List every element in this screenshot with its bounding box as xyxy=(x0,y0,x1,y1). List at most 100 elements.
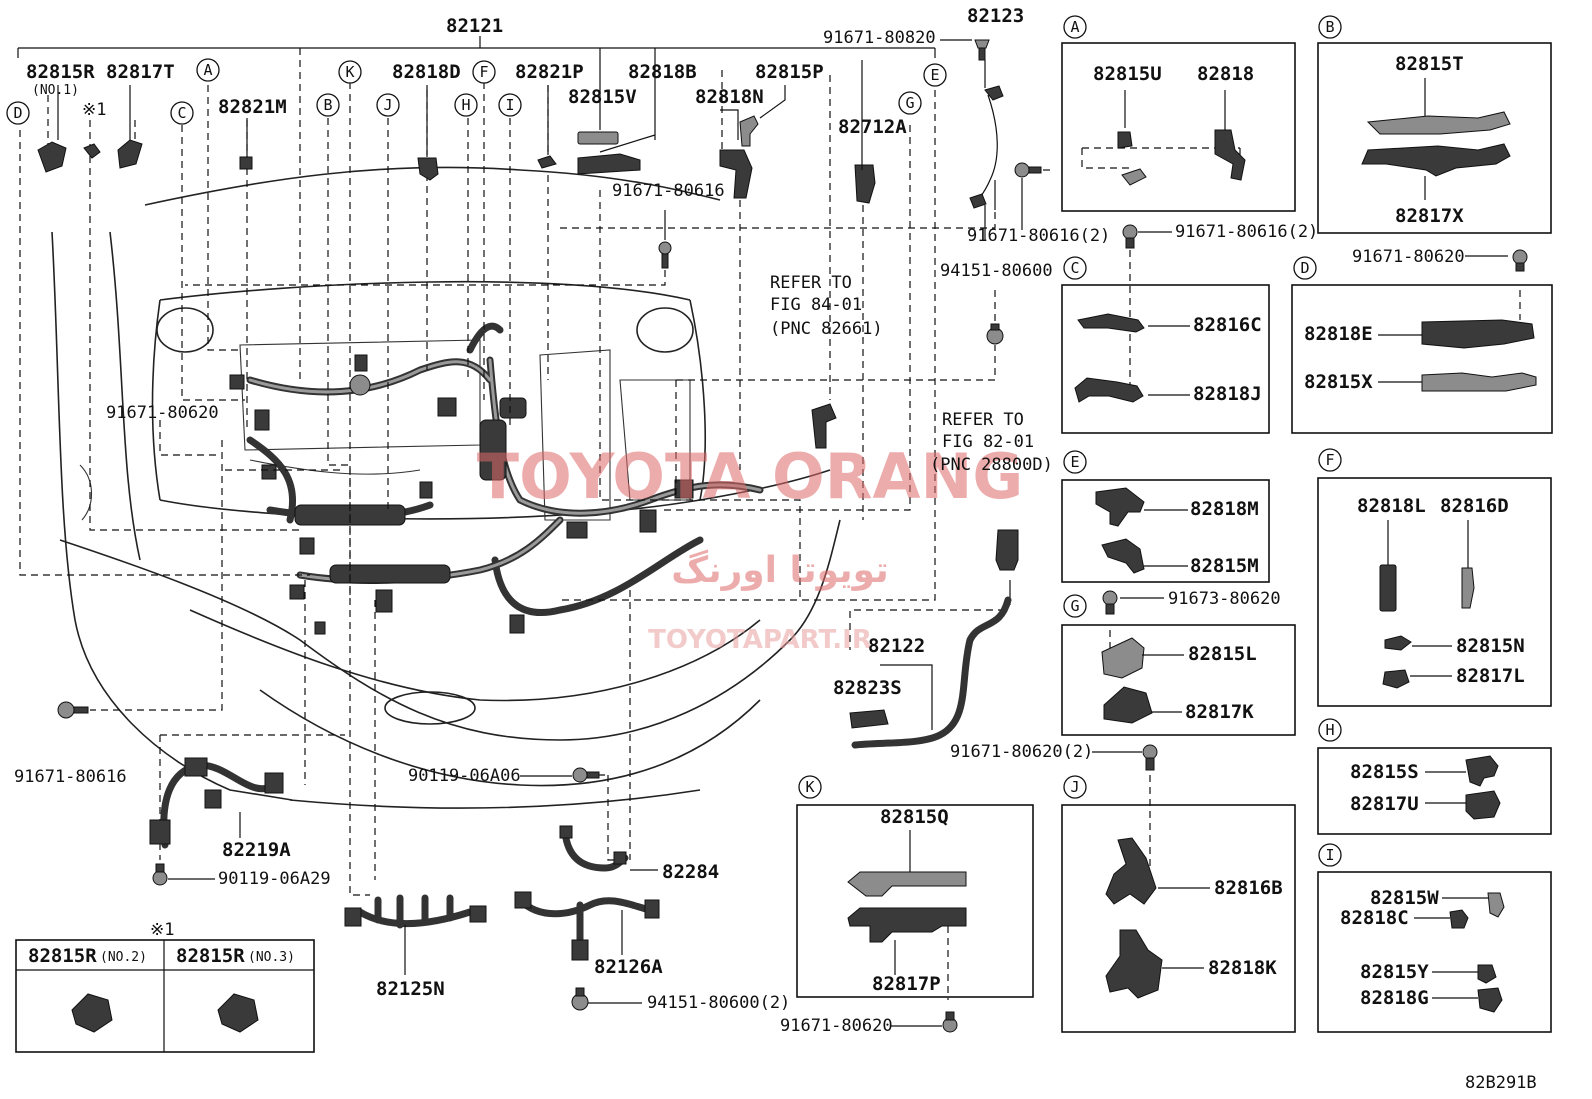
label-82122: 82122 xyxy=(868,635,925,657)
svg-text:D: D xyxy=(1300,259,1309,277)
svg-text:G: G xyxy=(1070,597,1079,615)
label-94151-80600-2: 94151-80600(2) xyxy=(647,993,790,1013)
refer1-line1: REFER TO xyxy=(770,273,852,293)
detail-f-82816D: 82816D xyxy=(1440,495,1509,517)
label-82712A: 82712A xyxy=(838,116,907,138)
watermark-main: TOYOTA ORANG xyxy=(477,440,1023,513)
detail-e: E 82818M 82815M xyxy=(1061,450,1270,583)
detail-g-82817K: 82817K xyxy=(1185,701,1254,723)
label-94151-80600: 94151-80600 xyxy=(940,261,1053,281)
label-90119-06A29: 90119-06A29 xyxy=(218,869,331,889)
figure-code: 82B291B xyxy=(1465,1073,1537,1093)
svg-text:B: B xyxy=(1325,18,1334,36)
label-82219A: 82219A xyxy=(222,839,291,861)
label-90119-06A06: 90119-06A06 xyxy=(408,766,521,786)
label-82817T: 82817T xyxy=(106,61,175,83)
label-note1: ※1 xyxy=(82,100,106,120)
detail-i-82815W: 82815W xyxy=(1370,887,1439,909)
label-82821M: 82821M xyxy=(218,96,287,118)
label-82126A: 82126A xyxy=(594,956,663,978)
detail-b-82815T: 82815T xyxy=(1395,53,1464,75)
label-91671-80620-2: 91671-80620(2) xyxy=(950,742,1093,762)
label-91671-80616-top: 91671-80616 xyxy=(612,181,725,201)
watermark-url: TOYOTAPART.IR xyxy=(648,625,872,655)
label-82818N: 82818N xyxy=(695,86,764,108)
refer2-line1: REFER TO xyxy=(942,410,1024,430)
label-82823S: 82823S xyxy=(833,677,902,699)
svg-text:A: A xyxy=(203,61,212,79)
detail-f-82815N: 82815N xyxy=(1456,635,1525,657)
detail-d-82815X: 82815X xyxy=(1304,371,1373,393)
watermarks: TOYOTA ORANG تویوتا اورنگ TOYOTAPART.IR xyxy=(477,440,1023,655)
refer1-line3: (PNC 82661) xyxy=(770,319,883,339)
callout-I: I xyxy=(498,93,522,117)
detail-b: B 82815T 82817X 91671-80620 xyxy=(1317,15,1552,272)
svg-text:H: H xyxy=(461,96,470,114)
detail-f: F 82818L 82816D 82815N 82817L xyxy=(1317,448,1552,707)
detail-k-82817P: 82817P xyxy=(872,973,941,995)
detail-e-82818M: 82818M xyxy=(1190,498,1259,520)
detail-i: I 82815W 82818C 82815Y 82818G xyxy=(1317,843,1552,1033)
main-labels: 82121 82815R (NO.1) ※1 82817T 82821M 828… xyxy=(14,5,1151,1036)
detail-a-82818: 82818 xyxy=(1197,63,1254,85)
detail-d-82818E: 82818E xyxy=(1304,323,1373,345)
svg-text:F: F xyxy=(479,63,488,81)
label-91671-80820: 91671-80820 xyxy=(823,28,936,48)
label-82123: 82123 xyxy=(967,5,1024,27)
label-82284: 82284 xyxy=(662,861,719,883)
callout-H: H xyxy=(454,93,478,117)
callout-G: G xyxy=(898,91,922,115)
detail-g-82815L: 82815L xyxy=(1188,643,1257,665)
svg-text:C: C xyxy=(1070,259,1079,277)
refer2-line3: (PNC 28800D) xyxy=(930,455,1053,475)
note-table: ※1 82815R (NO.2) 82815R (NO.3) xyxy=(15,920,315,1053)
svg-text:A: A xyxy=(1070,18,1079,36)
svg-text:G: G xyxy=(905,94,914,112)
detail-j-82816B: 82816B xyxy=(1214,877,1283,899)
watermark-arabic: تویوتا اورنگ xyxy=(671,549,889,591)
label-91671-80616-2: 91671-80616(2) xyxy=(967,226,1110,246)
label-82818D: 82818D xyxy=(392,61,461,83)
leader-lines xyxy=(17,36,1050,896)
svg-text:K: K xyxy=(345,63,354,81)
note-col2-part: 82815R xyxy=(176,945,245,967)
note-col2-suffix: (NO.3) xyxy=(248,950,295,965)
detail-i-82818C: 82818C xyxy=(1340,907,1409,929)
detail-j-82818K: 82818K xyxy=(1208,957,1277,979)
detail-c-82816C: 82816C xyxy=(1193,314,1262,336)
label-91671-80620-bottom: 91671-80620 xyxy=(780,1016,893,1036)
detail-a: A 82815U 82818 xyxy=(1061,15,1296,212)
detail-f-82818L: 82818L xyxy=(1357,495,1426,517)
label-82821P: 82821P xyxy=(515,61,584,83)
detail-k: K 82815Q 82817P xyxy=(796,775,1034,1000)
callout-B: B xyxy=(316,93,340,117)
svg-text:E: E xyxy=(1070,453,1079,471)
callout-C: C xyxy=(170,101,194,125)
label-82815R: 82815R xyxy=(26,61,95,83)
detail-c-bolt: 91671-80616(2) xyxy=(1175,222,1318,242)
svg-text:F: F xyxy=(1325,451,1334,469)
engine-room-harness xyxy=(229,322,764,635)
svg-text:H: H xyxy=(1325,721,1334,739)
svg-text:J: J xyxy=(1070,778,1079,796)
detail-h: H 82815S 82817U xyxy=(1317,718,1552,835)
note-col1-suffix: (NO.2) xyxy=(100,950,147,965)
detail-h-82817U: 82817U xyxy=(1350,793,1419,815)
label-82125N: 82125N xyxy=(376,978,445,1000)
callout-A: A xyxy=(196,58,220,82)
svg-text:E: E xyxy=(930,66,939,84)
detail-b-bolt: 91671-80620 xyxy=(1352,247,1465,267)
detail-j: J 82816B 82818K xyxy=(1061,775,1296,1033)
refer1-line2: FIG 84-01 xyxy=(770,295,862,315)
callout-K: K xyxy=(338,60,362,84)
callout-E: E xyxy=(923,63,947,87)
label-82815V: 82815V xyxy=(568,86,637,108)
detail-c-82818J: 82818J xyxy=(1193,383,1262,405)
svg-text:C: C xyxy=(177,104,186,122)
svg-text:J: J xyxy=(383,96,392,114)
detail-e-82815M: 82815M xyxy=(1190,555,1259,577)
detail-i-82818G: 82818G xyxy=(1360,987,1429,1009)
label-no1: (NO.1) xyxy=(32,83,79,98)
label-82121: 82121 xyxy=(446,15,503,37)
